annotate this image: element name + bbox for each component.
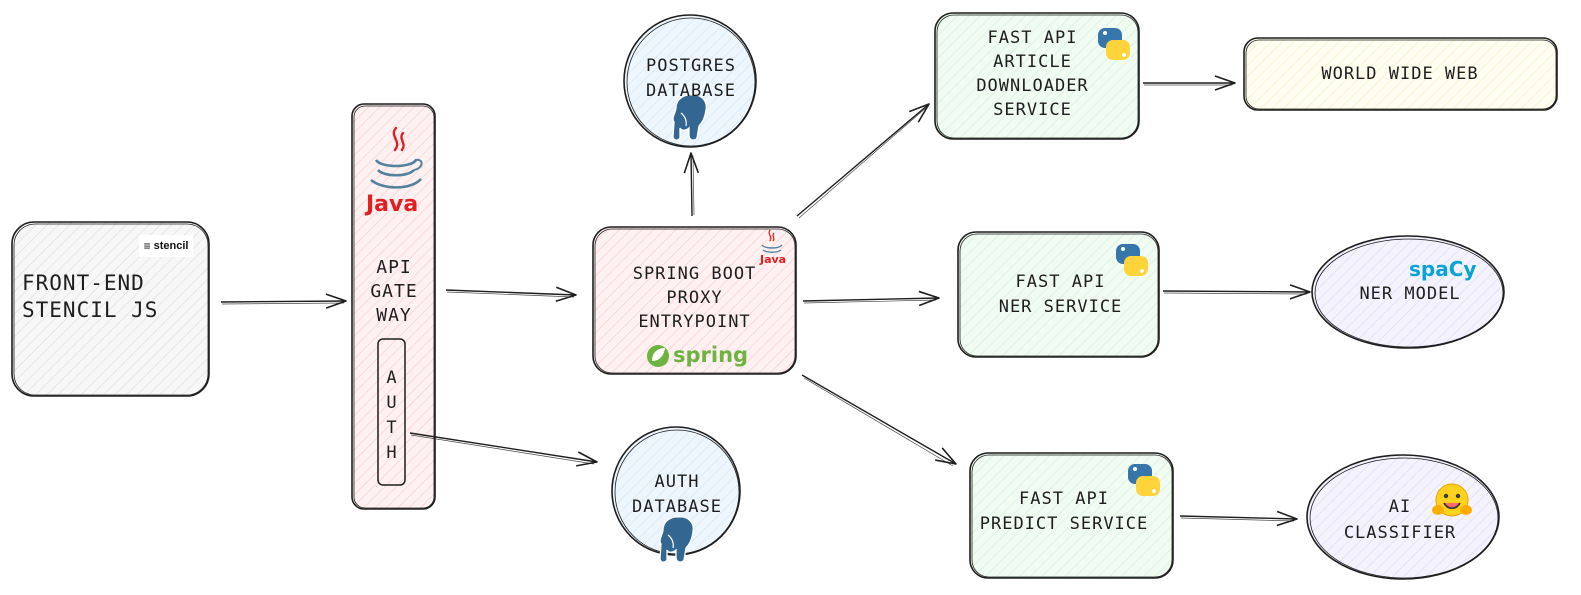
authdb-label: AUTH DATABASE: [632, 472, 722, 517]
www-label: WORLD WIDE WEB: [1321, 64, 1479, 84]
authdb-elephant-icon: [659, 516, 694, 563]
java-logo-icon: [370, 126, 423, 189]
java-small-logo-icon: [761, 229, 783, 253]
edge-gateway-to-spring: [445, 286, 577, 302]
spring-leaf-icon: [647, 345, 669, 367]
frontend-node: [11, 221, 210, 397]
auth-letter-t: T: [386, 418, 397, 438]
auth-letter-a: A: [386, 368, 397, 388]
frontend-label: FRONT-END STENCIL JS: [22, 271, 159, 322]
spring-java-label: Java: [760, 253, 787, 266]
python-logo-predict-icon: [1128, 464, 1160, 496]
stencil-logo-icon: ≡: [143, 239, 151, 253]
predict-service-node: [969, 452, 1174, 579]
predict-service-label: FAST API PREDICT SERVICE: [979, 489, 1149, 534]
edge-frontend-to-gateway: [220, 293, 347, 309]
edge-predict-to-classifier: [1179, 510, 1298, 527]
stencil-badge: ≡ stencil: [139, 235, 193, 257]
gateway-label: API GATE WAY: [370, 257, 418, 326]
edge-spring-to-downloader: [796, 103, 930, 217]
spring-proxy-label: SPRING BOOT PROXY ENTRYPOINT: [632, 264, 757, 332]
postgres-label: POSTGRES DATABASE: [646, 56, 736, 101]
edge-spring-to-ner: [802, 290, 940, 307]
ner-service-label: FAST API NER SERVICE: [998, 272, 1123, 317]
api-gateway-node: [351, 103, 436, 510]
ner-model-label: NER MODEL: [1359, 284, 1461, 304]
spacy-logo-label: spaCy: [1409, 257, 1477, 281]
spring-logo-label: spring: [673, 343, 749, 367]
edge-spring-to-predict: [801, 374, 957, 465]
auth-letter-h: H: [386, 443, 397, 463]
downloader-label: FAST API ARTICLE DOWNLOADER SERVICE: [976, 28, 1089, 120]
downloader-service-node: [934, 12, 1140, 140]
python-logo-downloader-icon: [1098, 28, 1130, 60]
postgres-elephant-icon: [672, 94, 707, 141]
spring-proxy-node: [592, 226, 797, 375]
world-wide-web-node: [1243, 37, 1558, 111]
stencil-badge-label: stencil: [153, 240, 189, 252]
postgres-database-node: [623, 14, 757, 148]
edge-ner-to-nermodel: [1162, 284, 1311, 300]
classifier-label: AI CLASSIFIER: [1343, 497, 1457, 543]
ner-model-node: [1311, 235, 1505, 349]
gateway-java-label: Java: [366, 192, 419, 217]
auth-letter-u: U: [386, 393, 397, 413]
edge-spring-to-postgres: [683, 152, 700, 217]
auth-module: [377, 338, 406, 486]
edge-auth-to-authdb: [409, 432, 598, 467]
hugging-face-icon: [1432, 483, 1472, 517]
python-logo-ner-icon: [1116, 244, 1148, 276]
ner-service-node: [957, 231, 1160, 358]
